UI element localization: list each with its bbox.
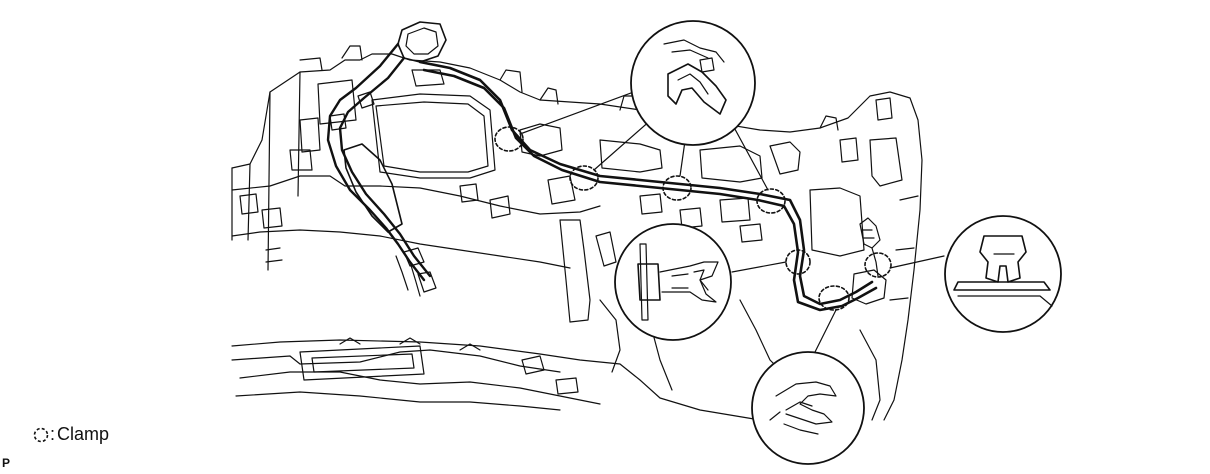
clamp-marker-7 [864,252,892,278]
legend: : Clamp [32,424,109,445]
clamp-marker-2 [569,165,599,191]
callout-detail-right-clip [944,215,1062,333]
dashed-circle-icon [33,427,49,442]
lower-cowl-panel [231,289,881,421]
clamp-marker-4 [756,188,786,214]
clamp-marker-5 [785,249,811,275]
legend-text: Clamp [57,424,110,444]
callout-detail-bottom-clip [751,351,865,465]
callout-detail-top-clip [630,20,756,146]
clamp-marker-3 [662,175,692,201]
wire-harness-main-run [418,60,887,312]
legend-colon: : [50,424,56,444]
clamp-marker-1 [494,126,524,152]
clamp-locations [494,126,892,311]
corner-code: P [2,456,11,470]
clamp-marker-6 [818,285,850,311]
callout-detail-left-clamp [614,223,732,341]
wire-harness-left-bundle [326,21,447,297]
